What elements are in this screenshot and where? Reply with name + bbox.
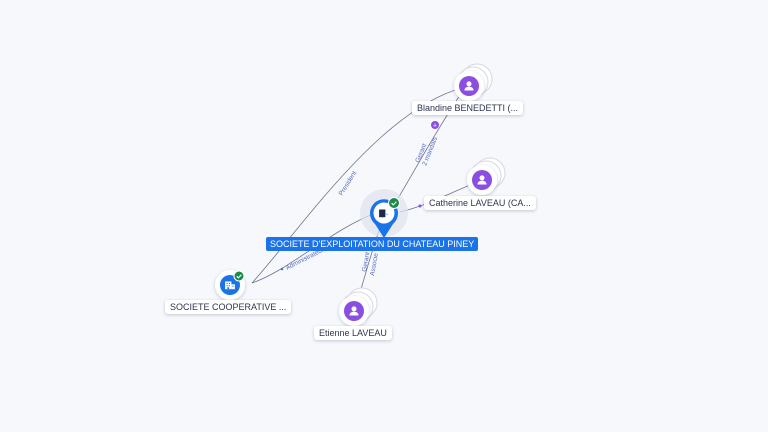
expand-mandates-icon[interactable] (431, 121, 439, 129)
plus-icon: + (433, 123, 437, 130)
node-catherine[interactable] (467, 157, 506, 195)
edge-label-gerant-associe-2: Associe (369, 252, 380, 276)
node-etienne[interactable] (339, 287, 378, 326)
node-label-etienne[interactable]: Etienne LAVEAU (314, 326, 392, 340)
verified-check-icon (233, 270, 245, 282)
edge-markers: + (280, 121, 439, 271)
edge-dot-admin (280, 267, 284, 271)
node-label-cooperative[interactable]: SOCIETE COOPERATIVE ... (165, 300, 292, 314)
edge-label-president: President (338, 170, 359, 197)
edge-president (251, 87, 463, 284)
edge-label-gerant-associe-1: Gerant (361, 251, 371, 272)
edge-dot-catherine (418, 204, 422, 208)
node-blandine[interactable] (454, 63, 493, 101)
node-cooperative[interactable] (215, 270, 245, 300)
node-label-catherine[interactable]: Catherine LAVEAU (CA... (424, 196, 536, 210)
main-node[interactable] (360, 189, 408, 238)
verified-check-icon (388, 197, 400, 209)
node-label-blandine[interactable]: Blandine BENEDETTI (... (412, 101, 524, 115)
main-entity-label[interactable]: SOCIETE D'EXPLOITATION DU CHATEAU PINEY (266, 237, 479, 251)
